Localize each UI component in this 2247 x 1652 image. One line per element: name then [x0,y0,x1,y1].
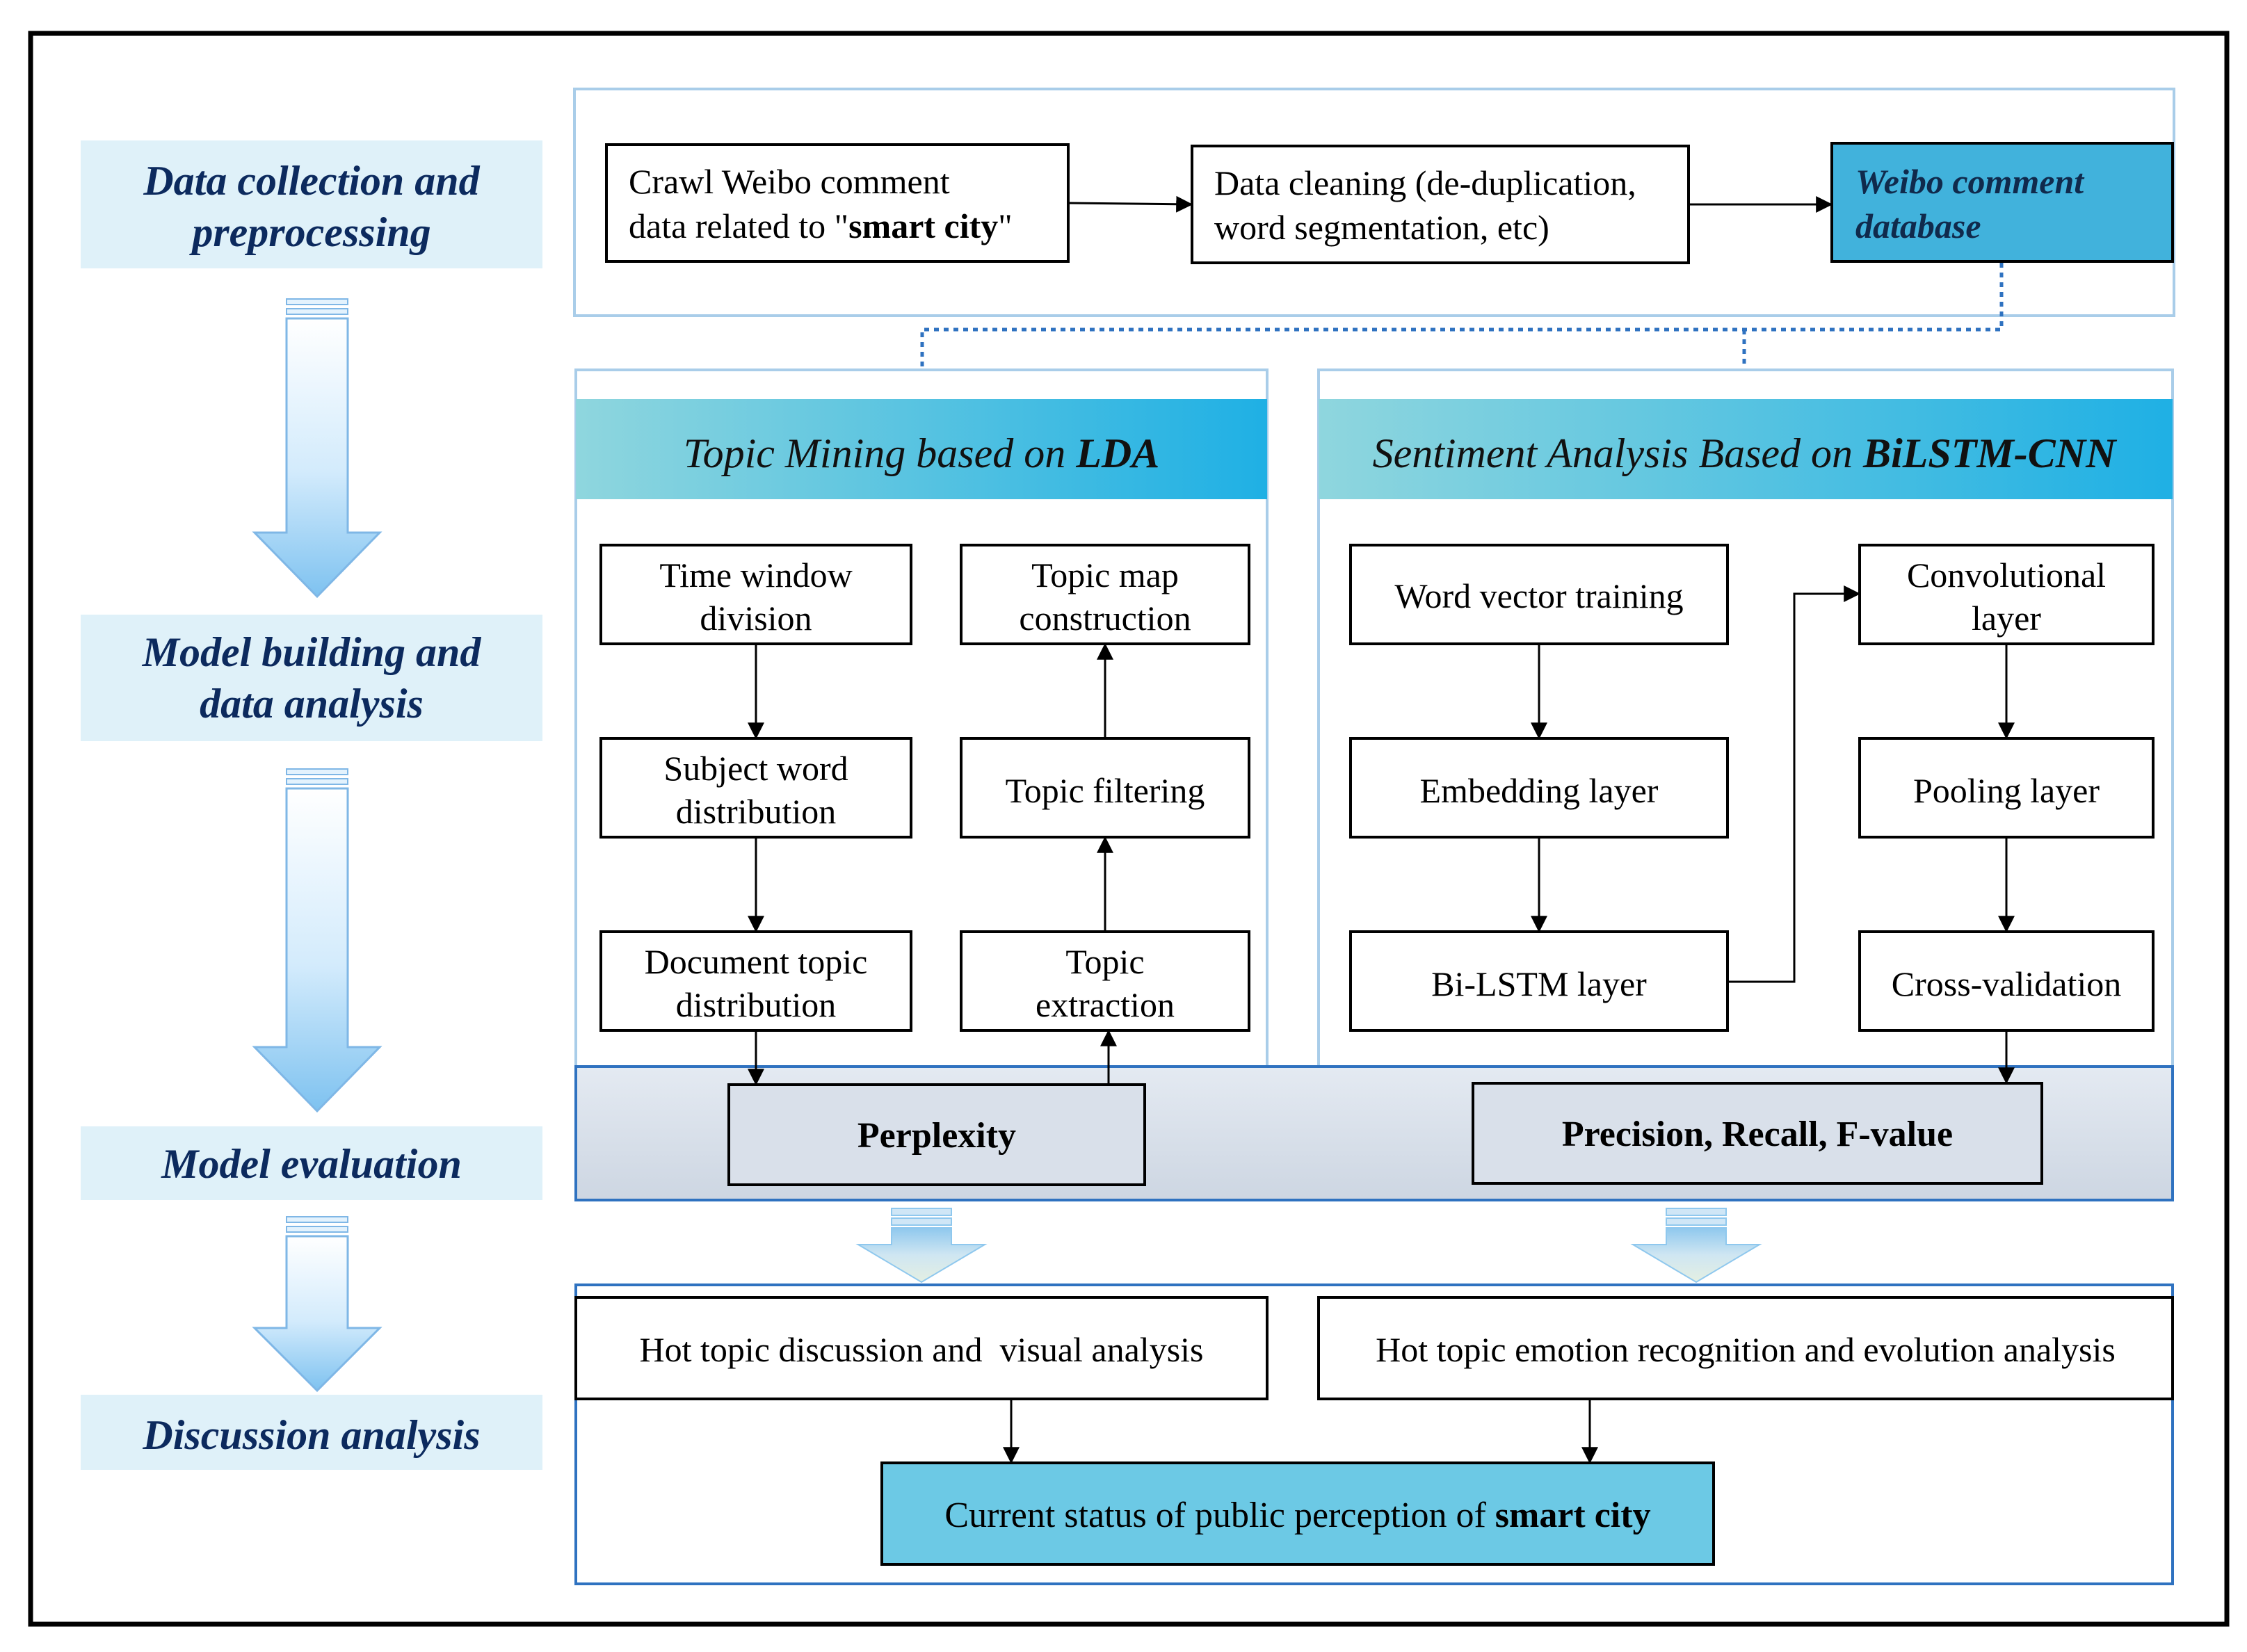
box-text: distribution [676,792,837,831]
box-text: Topic [1065,942,1144,981]
clean-line-2: word segmentation, etc) [1214,208,1549,247]
box-text: Hot topic discussion and visual analysis [639,1330,1203,1369]
box-text: Embedding layer [1420,771,1659,810]
outer-frame [28,31,2230,1627]
box-text: division [700,599,812,638]
transition-arrow [1630,1208,1762,1283]
stage-label-line: Model evaluation [161,1141,462,1187]
stage-label-line: data analysis [200,681,424,727]
stage-arrow-down [252,1216,382,1393]
stage-label-line: Data collection and [143,158,480,204]
cleaning-box: Data cleaning (de-duplication, word segm… [1191,145,1690,264]
precision-recall-box: Precision, Recall, F-value [1472,1082,2043,1185]
box-text: distribution [676,985,837,1024]
pooling-box: Pooling layer [1858,737,2155,839]
box-text: Pooling layer [1913,771,2100,810]
topic-filtering-box: Topic filtering [960,737,1250,839]
stage-label-line: Discussion analysis [142,1412,480,1458]
stage-label-line: preprocessing [188,209,430,255]
lda-header [576,399,1267,499]
box-text: Time window [659,556,852,594]
box-text: Cross-validation [1892,964,2122,1003]
box-text: Subject word [663,749,848,788]
db-line-2: database [1855,206,1981,245]
stage-arrow-down [252,298,382,599]
sentiment-header [1319,399,2173,499]
box-text: Hot topic emotion recognition and evolut… [1376,1330,2116,1369]
hot-topic-box: Hot topic discussion and visual analysis [574,1296,1269,1400]
arrow-crawl-to-clean [1068,195,1193,213]
box-text: construction [1019,599,1191,638]
emotion-recognition-box: Hot topic emotion recognition and evolut… [1317,1296,2174,1400]
db-line-1: Weibo comment [1855,162,2085,201]
subject-word-box: Subject word distribution [599,737,912,839]
dotted-connector-to-lda [914,263,2004,396]
box-text: Word vector training [1394,576,1683,615]
box-text: extraction [1036,985,1175,1024]
convolutional-box: Convolutional layer [1858,544,2155,645]
crawl-line-2: data related to "smart city" [629,206,1013,245]
arrow-bilstm-to-conv [1727,585,1861,983]
box-text: Document topic [645,942,868,981]
box-text: Bi-LSTM layer [1431,964,1647,1003]
clean-line-1: Data cleaning (de-duplication, [1214,163,1636,202]
sentiment-title: Sentiment Analysis Based on BiLSTM-CNN [1373,430,2118,476]
word-vector-box: Word vector training [1349,544,1729,645]
bilstm-box: Bi-LSTM layer [1349,930,1729,1032]
crawl-line-1: Crawl Weibo comment [629,162,950,201]
cross-validation-box: Cross-validation [1858,930,2155,1032]
box-text: Precision, Recall, F-value [1562,1115,1953,1154]
stage-model-evaluation: Model evaluation [81,1126,542,1200]
document-topic-box: Document topic distribution [599,930,912,1032]
box-text: layer [1972,599,2041,638]
embedding-box: Embedding layer [1349,737,1729,839]
current-status-box: Current status of public perception of s… [880,1461,1715,1566]
box-text: Topic map [1031,556,1179,594]
transition-arrow [855,1208,988,1283]
time-window-box: Time window division [599,544,912,645]
lda-title: Topic Mining based on LDA [684,430,1159,476]
stage-label-line: Model building and [142,629,482,675]
stage-model-building: Model building and data analysis [81,615,542,741]
current-status-text: Current status of public perception of s… [944,1496,1650,1535]
topic-extraction-box: Topic extraction [960,930,1250,1032]
perplexity-box: Perplexity [727,1083,1146,1186]
crawl-box: Crawl Weibo comment data related to "sma… [605,143,1070,263]
box-text: Perplexity [857,1116,1016,1156]
stage-arrow-down [252,768,382,1113]
weibo-database-box: Weibo comment database [1830,142,2174,263]
topic-map-box: Topic map construction [960,544,1250,645]
stage-discussion-analysis: Discussion analysis [81,1395,542,1470]
box-text: Convolutional [1907,556,2106,594]
box-text: Topic filtering [1006,771,1205,810]
stage-data-collection: Data collection and preprocessing [81,140,542,268]
